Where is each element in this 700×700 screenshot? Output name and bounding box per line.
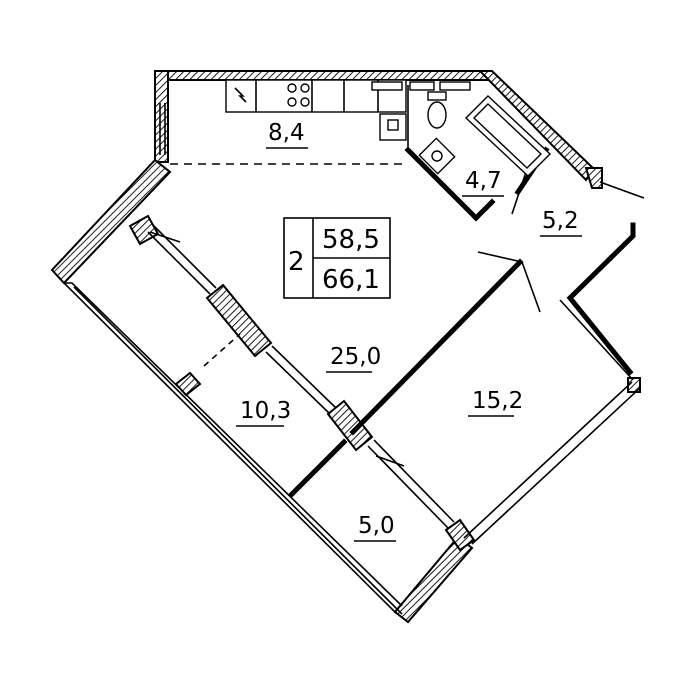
room-area-bedroom: 15,2 <box>472 388 523 414</box>
rooms-count: 2 <box>288 247 305 277</box>
washbasin-icon <box>418 137 456 175</box>
total-area: 66,1 <box>322 265 380 295</box>
exterior-walls <box>50 70 641 624</box>
room-area-hall: 5,2 <box>542 208 579 234</box>
apartment-summary: 2 58,5 66,1 <box>283 217 391 299</box>
room-area-loggia-small: 5,0 <box>358 513 395 539</box>
room-area-bathroom: 4,7 <box>465 168 502 194</box>
interior-walls <box>288 85 641 545</box>
toilet-icon <box>427 91 447 129</box>
bathroom-fixtures <box>418 91 552 177</box>
doors <box>149 163 645 467</box>
windows <box>147 103 455 529</box>
kitchen-fixtures <box>225 79 471 141</box>
sink-icon <box>234 87 247 103</box>
loggia-contour <box>51 269 409 623</box>
room-labels: 8,4 4,7 5,2 25,0 15,2 10,3 5,0 <box>236 120 582 542</box>
living-area: 58,5 <box>322 225 380 255</box>
hob-icon <box>287 83 310 107</box>
bathtub-icon <box>464 95 552 177</box>
room-area-living: 25,0 <box>330 344 381 370</box>
room-area-kitchen: 8,4 <box>268 120 305 146</box>
room-area-loggia-large: 10,3 <box>240 398 291 424</box>
